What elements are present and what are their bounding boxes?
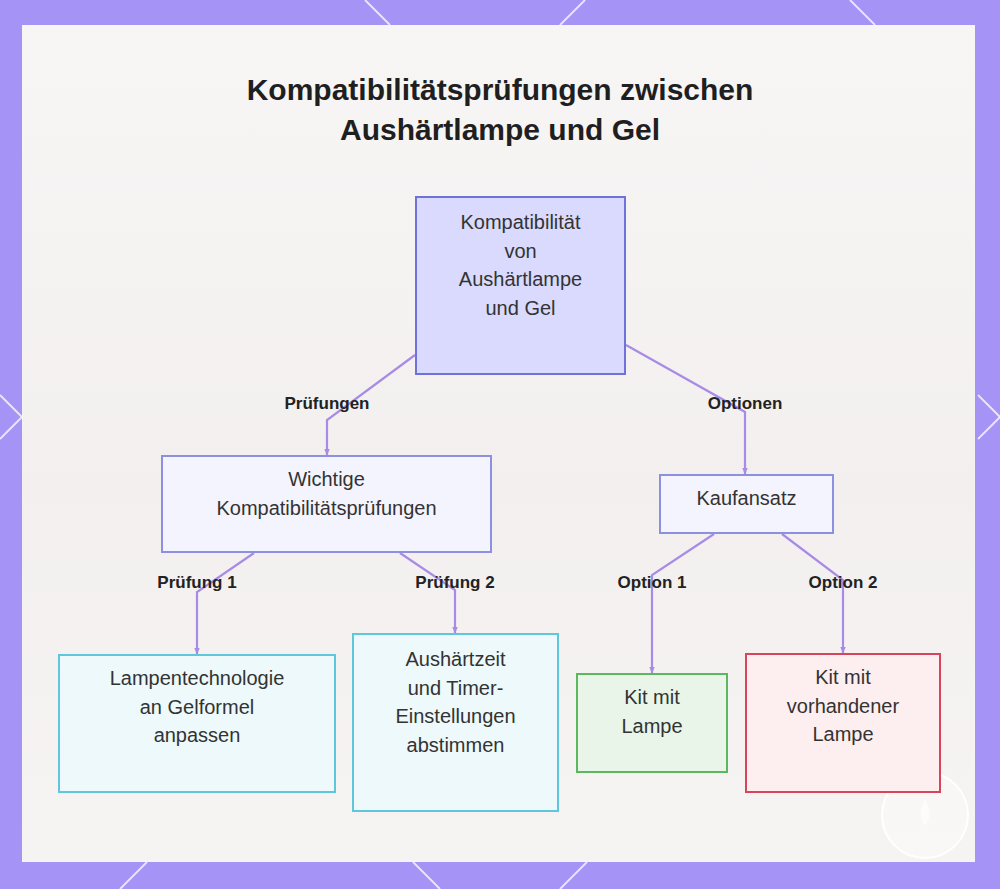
edge-label: Prüfung 2: [415, 573, 494, 593]
node-text: Wichtige Kompatibilitätsprüfungen: [177, 465, 477, 522]
connector: [400, 553, 455, 633]
connector: [197, 553, 254, 654]
edge-label: Option 1: [618, 573, 687, 593]
category-box: Kaufansatz: [659, 474, 834, 534]
node-text: Kit mit vorhandener Lampe: [786, 663, 901, 749]
option-box: Kit mit vorhandener Lampe: [745, 653, 941, 793]
node-text: Aushärtzeit und Timer-Einstellungen abst…: [391, 645, 521, 759]
edge-label: Prüfung 1: [157, 573, 236, 593]
check-box: Aushärtzeit und Timer-Einstellungen abst…: [352, 633, 559, 812]
connector: [652, 534, 714, 673]
category-box: Wichtige Kompatibilitätsprüfungen: [161, 455, 492, 553]
diagram-title: Kompatibilitätsprüfungen zwischen Aushär…: [190, 70, 810, 150]
edge-label: Option 2: [809, 573, 878, 593]
node-text: Kit mit Lampe: [607, 683, 697, 740]
node-text: Kaufansatz: [672, 484, 822, 513]
connector: [782, 534, 843, 653]
check-box: Lampentechnologie an Gelformel anpassen: [58, 654, 336, 793]
node-text: Kompatibilität von Aushärtlampe und Gel: [446, 208, 596, 322]
node-text: Lampentechnologie an Gelformel anpassen: [107, 664, 287, 750]
edge-label: Prüfungen: [285, 394, 370, 414]
option-box: Kit mit Lampe: [576, 673, 728, 773]
root-box: Kompatibilität von Aushärtlampe und Gel: [415, 196, 626, 375]
edge-label: Optionen: [708, 394, 783, 414]
